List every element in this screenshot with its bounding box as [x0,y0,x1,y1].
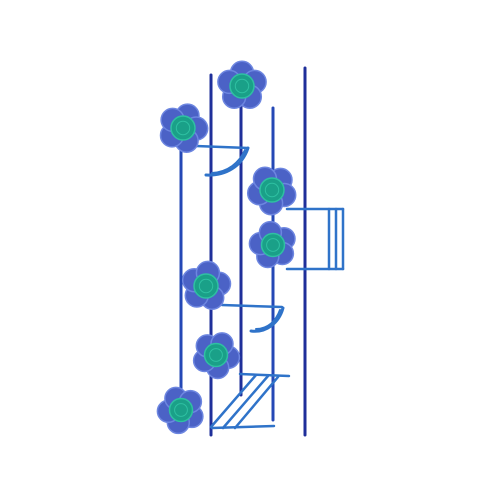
flower-center [259,177,285,203]
flower-center [193,273,219,299]
flower-center [260,232,286,258]
flower-7 [156,386,204,435]
flower-center-ring [209,348,223,362]
lower-frame-top [238,372,291,378]
upper-hook-bar [194,144,250,150]
right-frame-horizontals [285,207,345,271]
flower-3 [246,166,297,216]
flower-2 [159,103,209,153]
flower-center-ring [234,78,250,94]
flower-1 [217,60,267,109]
flower-4 [248,220,296,269]
right-frame-verticals [327,207,345,271]
brackets-group [194,144,345,430]
flower-center-ring [266,238,280,252]
flower-center-ring [198,278,214,294]
flower-center-ring [175,120,191,136]
flower-center-ring [264,182,280,198]
flower-6 [192,332,241,380]
middle-crescent-inner [255,309,281,330]
flower-center [168,397,194,423]
flower-center [170,115,196,141]
upper-crescent-inner [211,149,246,174]
middle-hook-bar [220,303,284,309]
flower-center-ring [174,403,188,417]
flowers-group [156,60,297,435]
flower-center [203,342,229,368]
middle-crescent-outer [249,306,285,333]
upper-crescent-outer [204,146,250,177]
flower-center [229,73,255,99]
flower-5 [181,260,232,310]
lower-frame-slants [209,373,280,430]
